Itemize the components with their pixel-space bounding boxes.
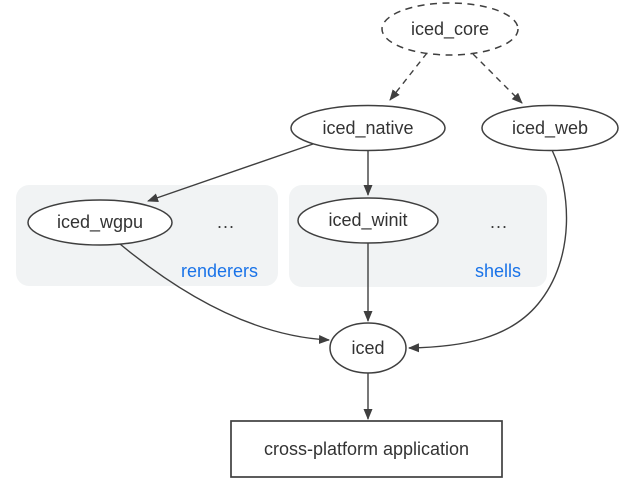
edge-iced-native-to-iced-wgpu: [147, 143, 314, 202]
application-box: [230, 420, 503, 478]
shells-group-label: shells: [475, 261, 521, 281]
iced-web-ellipse: [481, 104, 619, 152]
iced-winit-ellipse: [297, 197, 439, 244]
renderers-ellipsis: ...: [217, 212, 235, 232]
iced-wgpu-label: iced_wgpu: [57, 212, 143, 233]
iced-native-ellipse: [290, 104, 446, 152]
renderers-group-label: renderers: [181, 261, 258, 281]
shells-ellipsis: ...: [490, 212, 508, 232]
iced-core-ellipse: [381, 2, 519, 56]
node-iced-native: iced_native: [290, 104, 446, 152]
node-iced-wgpu: iced_wgpu: [27, 199, 173, 246]
iced-core-label: iced_core: [411, 19, 489, 40]
node-iced-web: iced_web: [481, 104, 619, 152]
iced-wgpu-ellipse: [27, 199, 173, 246]
edge-iced-core-to-iced-web: [472, 53, 523, 104]
iced-label: iced: [351, 338, 384, 358]
node-iced-winit: iced_winit: [297, 197, 439, 244]
edge-iced-web-to-iced: [408, 149, 568, 353]
node-iced: iced: [329, 322, 407, 374]
node-application: cross-platform application: [230, 420, 503, 478]
node-iced-core: iced_core: [381, 2, 519, 56]
iced-ellipse: [329, 322, 407, 374]
iced-web-label: iced_web: [512, 118, 588, 139]
iced-native-label: iced_native: [322, 118, 413, 139]
edge-iced-wgpu-to-iced: [119, 243, 330, 344]
application-label: cross-platform application: [264, 439, 469, 459]
iced-winit-label: iced_winit: [328, 210, 407, 231]
edge-iced-core-to-iced-native: [389, 52, 428, 101]
